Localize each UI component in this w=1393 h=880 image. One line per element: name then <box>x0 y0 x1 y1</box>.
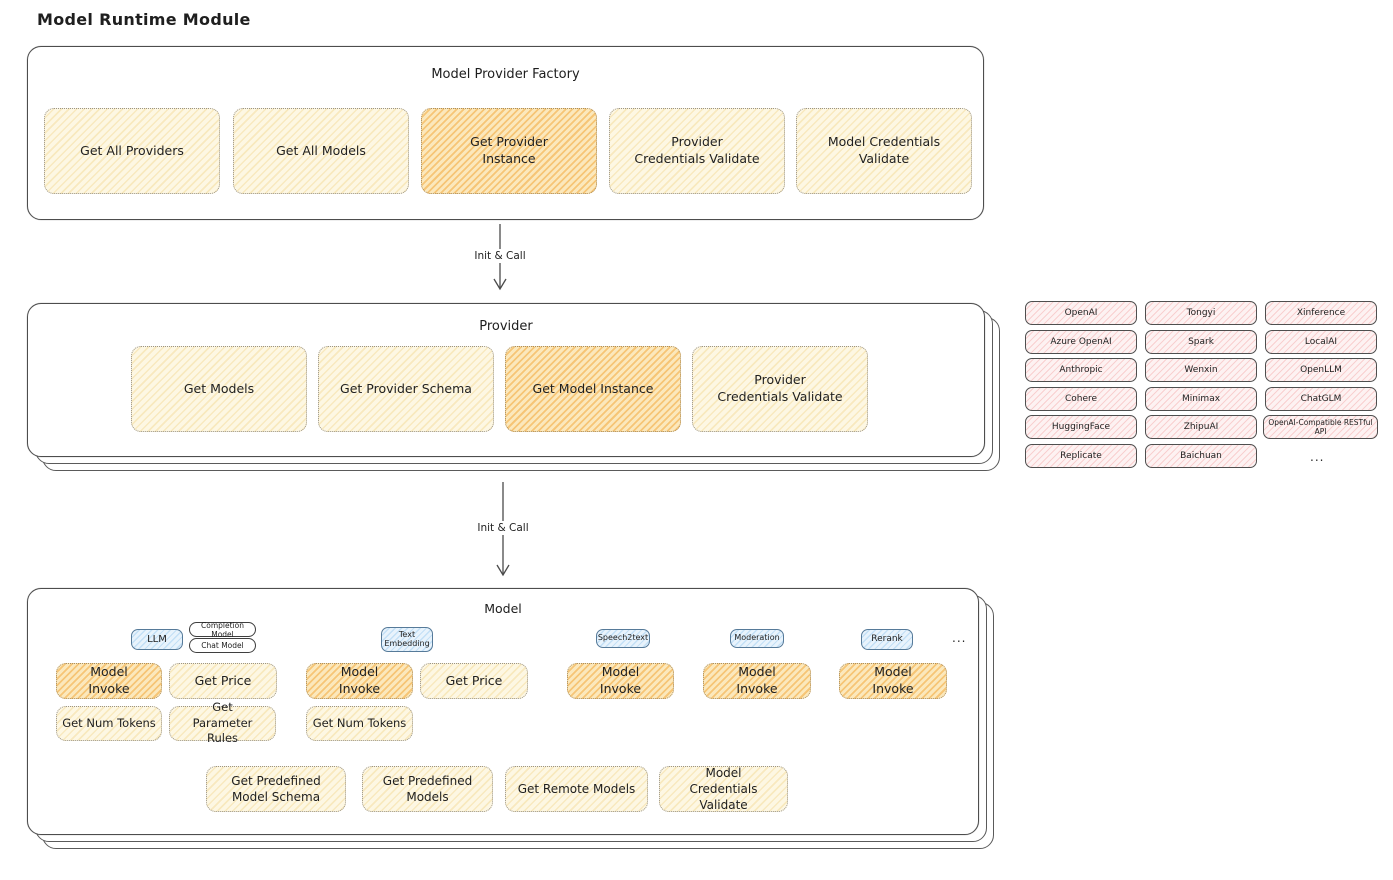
node-get-price-embedding[interactable]: Get Price <box>420 663 528 699</box>
provider-list-ellipsis: ... <box>1310 450 1325 464</box>
provider-list-item[interactable]: Replicate <box>1025 444 1137 468</box>
tab-chat-model[interactable]: Chat Model <box>189 638 256 653</box>
factory-title: Model Provider Factory <box>431 67 580 82</box>
node-model-credentials-validate-2[interactable]: Model Credentials Validate <box>659 766 788 812</box>
node-provider-credentials-validate[interactable]: Provider Credentials Validate <box>609 108 785 194</box>
node-get-provider-schema[interactable]: Get Provider Schema <box>318 346 494 432</box>
tab-moderation[interactable]: Moderation <box>730 629 784 648</box>
node-model-invoke-speech2text[interactable]: Model Invoke <box>567 663 674 699</box>
provider-list-item[interactable]: Baichuan <box>1145 444 1257 468</box>
provider-list-item[interactable]: LocalAI <box>1265 330 1377 354</box>
provider-list-item[interactable]: HuggingFace <box>1025 415 1137 439</box>
tab-text-embedding[interactable]: Text Embedding <box>381 627 433 652</box>
node-model-credentials-validate[interactable]: Model Credentials Validate <box>796 108 972 194</box>
tab-llm[interactable]: LLM <box>131 629 183 650</box>
model-title: Model <box>484 601 522 616</box>
provider-list-item[interactable]: Xinference <box>1265 301 1377 325</box>
node-model-invoke-embedding[interactable]: Model Invoke <box>306 663 413 699</box>
provider-list-item[interactable]: OpenAI <box>1025 301 1137 325</box>
provider-list-item[interactable]: OpenAI-Compatible RESTful API <box>1263 415 1378 439</box>
provider-box: Provider Get Models Get Provider Schema … <box>27 303 985 457</box>
model-box: Model LLM Completion Model Chat Model Te… <box>27 588 979 835</box>
node-get-all-models[interactable]: Get All Models <box>233 108 409 194</box>
provider-list-item[interactable]: Wenxin <box>1145 358 1257 382</box>
node-get-price-llm[interactable]: Get Price <box>169 663 277 699</box>
provider-list-item[interactable]: Cohere <box>1025 387 1137 411</box>
tab-completion-model[interactable]: Completion Model <box>189 621 256 639</box>
provider-title: Provider <box>479 319 533 334</box>
node-get-models[interactable]: Get Models <box>131 346 307 432</box>
node-get-predefined-models[interactable]: Get Predefined Models <box>362 766 493 812</box>
node-get-model-instance[interactable]: Get Model Instance <box>505 346 681 432</box>
node-model-invoke-moderation[interactable]: Model Invoke <box>703 663 811 699</box>
page-title: Model Runtime Module <box>37 10 251 29</box>
provider-list-item[interactable]: Minimax <box>1145 387 1257 411</box>
provider-list-item[interactable]: Anthropic <box>1025 358 1137 382</box>
provider-list-item[interactable]: ChatGLM <box>1265 387 1377 411</box>
provider-list-item[interactable]: ZhipuAI <box>1145 415 1257 439</box>
node-get-parameter-rules[interactable]: Get Parameter Rules <box>169 700 276 745</box>
node-get-all-providers[interactable]: Get All Providers <box>44 108 220 194</box>
node-get-num-tokens-embedding[interactable]: Get Num Tokens <box>306 706 413 741</box>
init-call-label-1: Init & Call <box>469 249 531 263</box>
factory-box: Model Provider Factory Get All Providers… <box>27 46 984 220</box>
node-get-num-tokens-llm[interactable]: Get Num Tokens <box>56 706 162 741</box>
provider-list-item[interactable]: Spark <box>1145 330 1257 354</box>
node-get-provider-instance[interactable]: Get Provider Instance <box>421 108 597 194</box>
provider-list-item[interactable]: Azure OpenAI <box>1025 330 1137 354</box>
tab-speech2text[interactable]: Speech2text <box>596 629 650 648</box>
node-get-remote-models[interactable]: Get Remote Models <box>505 766 648 812</box>
provider-list-item[interactable]: Tongyi <box>1145 301 1257 325</box>
provider-list-item[interactable]: OpenLLM <box>1265 358 1377 382</box>
tabs-ellipsis: ... <box>952 631 967 645</box>
node-model-invoke-rerank[interactable]: Model Invoke <box>839 663 947 699</box>
node-model-invoke-llm[interactable]: Model Invoke <box>56 663 162 699</box>
node-get-predefined-model-schema[interactable]: Get Predefined Model Schema <box>206 766 346 812</box>
init-call-label-2: Init & Call <box>472 521 534 535</box>
node-provider-credentials-validate-2[interactable]: Provider Credentials Validate <box>692 346 868 432</box>
tab-rerank[interactable]: Rerank <box>861 629 913 650</box>
